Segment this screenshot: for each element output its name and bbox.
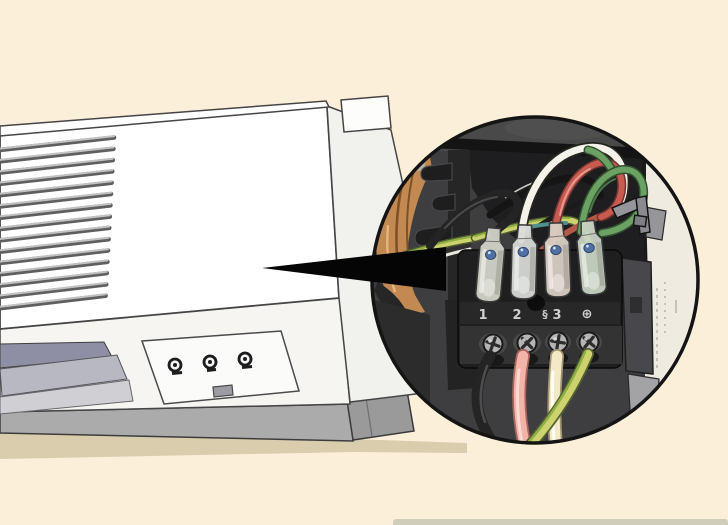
- louver-slat-highlight: [0, 202, 112, 218]
- mounting-tab: [340, 95, 392, 133]
- louver-slat: [0, 146, 116, 164]
- louver-slat: [0, 282, 109, 300]
- crimp-connector-3: [543, 221, 572, 298]
- louver-slat-highlight: [0, 157, 114, 173]
- louver-slat: [0, 203, 113, 221]
- terminal-screw-3: [547, 331, 569, 353]
- callout-pointer: [262, 247, 446, 291]
- magnifier-callout: 1 2 § 3 ⊕: [372, 117, 698, 443]
- terminal-block-hole: [527, 295, 545, 311]
- crimp-dot: [550, 244, 562, 256]
- pink-wire: [512, 349, 534, 443]
- knob-underline: [241, 365, 253, 369]
- louver-slat-highlight: [0, 248, 109, 263]
- faint-label-marks: [656, 282, 677, 368]
- louver-slat-highlight: [0, 169, 114, 184]
- black-wire-lower: [471, 350, 512, 443]
- terminal-label-strip: [460, 302, 620, 324]
- louver-slat: [0, 248, 111, 266]
- control-knob-1: [167, 357, 183, 375]
- louver-slat: [0, 180, 114, 198]
- control-knob-2: [202, 354, 218, 372]
- louver-slat: [0, 259, 110, 277]
- louver-slat: [0, 214, 113, 232]
- wall-bracket-notch: [630, 297, 642, 313]
- louver-slat-highlight: [0, 214, 111, 229]
- louver-slat: [0, 157, 116, 175]
- louver-slat-highlight: [0, 191, 112, 207]
- terminal-screw-4: [578, 331, 600, 353]
- louver-slat: [0, 225, 112, 243]
- terminal-label-3: 3: [552, 308, 561, 323]
- louver-slat: [0, 135, 117, 153]
- cable-clip-2: [431, 193, 456, 212]
- air-outlet-vent-2: [0, 354, 128, 397]
- louver-slat-highlight: [0, 225, 111, 240]
- panel-slot: [212, 384, 234, 398]
- louver-slat: [0, 169, 115, 187]
- control-panel-plate: [140, 330, 300, 405]
- ground-wire-lower: [510, 348, 594, 443]
- unit-shadow: [0, 432, 467, 459]
- green-wire: [576, 145, 649, 238]
- crimp-dot: [484, 249, 497, 260]
- louver-slat: [0, 270, 110, 288]
- louver-slat-highlight: [0, 282, 108, 297]
- terminal-ground-symbol: ⊕: [582, 307, 593, 322]
- louver-slat-highlight: [0, 293, 107, 308]
- crimp-connectors: [474, 219, 608, 303]
- terminal-label-2: 2: [512, 308, 521, 323]
- cable-tie: [610, 195, 651, 235]
- wall-bracket: [621, 257, 654, 375]
- crimp-dot: [583, 242, 595, 254]
- control-panel: [140, 330, 300, 405]
- unit-top-edge: [0, 100, 331, 137]
- intake-louvers: [0, 135, 117, 311]
- louver-slat-highlight: [0, 135, 115, 150]
- louver-slat: [0, 191, 114, 209]
- terminal-signal-symbol: §: [542, 308, 548, 321]
- louver-slat: [0, 293, 108, 311]
- crimp-dot: [517, 246, 529, 258]
- crimp-connector-1: [474, 226, 506, 303]
- crimp-connector-2: [509, 224, 538, 300]
- louver-slat-highlight: [0, 180, 113, 195]
- page-edge-artifact: [393, 519, 728, 525]
- knob-underline: [206, 368, 217, 372]
- air-outlet-vent-3: [0, 379, 134, 415]
- louver-slat-highlight: [0, 270, 108, 286]
- louver-slat-highlight: [0, 146, 115, 161]
- louver-slat-highlight: [0, 236, 110, 252]
- knob-underline: [171, 371, 183, 375]
- louver-slat: [0, 236, 111, 254]
- terminal-screw-1: [482, 333, 504, 355]
- control-knob-3: [237, 351, 253, 369]
- unit-front-panel: [0, 105, 340, 330]
- black-wire: [426, 189, 522, 250]
- ac-unit: [0, 95, 467, 459]
- crimp-connector-4: [576, 219, 608, 296]
- louver-slat-highlight: [0, 259, 109, 274]
- cable-clip-1: [420, 162, 453, 182]
- terminal-label-1: 1: [478, 308, 487, 323]
